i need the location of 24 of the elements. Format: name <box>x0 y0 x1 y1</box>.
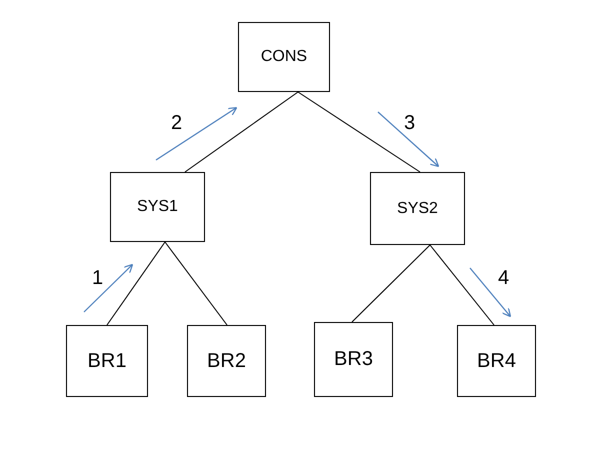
connector-line <box>352 244 430 322</box>
node-box <box>238 22 330 92</box>
node-label: SYS1 <box>137 198 178 216</box>
connector-line <box>298 92 420 172</box>
connector-line <box>430 244 494 326</box>
node-label: BR4 <box>477 350 516 372</box>
node-label: CONS <box>260 48 308 66</box>
node-box <box>66 325 148 397</box>
step-number: 3 <box>404 112 416 135</box>
node-label: SYS2 <box>397 200 438 218</box>
node-label: BR2 <box>207 350 246 372</box>
node-label: BR3 <box>334 348 373 371</box>
node-box <box>187 325 266 397</box>
node-box <box>314 322 393 397</box>
node-label: BR1 <box>88 350 126 372</box>
connector-line <box>184 92 298 172</box>
connector-line <box>164 242 228 326</box>
node-box <box>457 325 536 397</box>
node-box <box>110 172 205 242</box>
step-number: 4 <box>498 267 510 290</box>
node-box <box>370 172 465 245</box>
step-number: 2 <box>171 112 182 135</box>
connector-line <box>106 242 166 326</box>
step-number: 1 <box>92 267 104 290</box>
